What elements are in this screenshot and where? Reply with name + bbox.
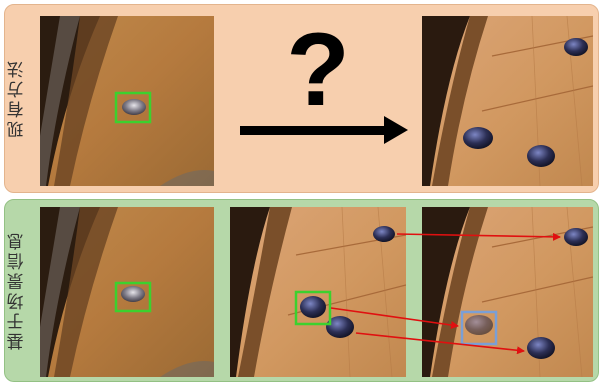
- scene-frame-future: [422, 207, 593, 377]
- right-arrow-icon: [240, 116, 408, 144]
- question-mark-icon: ?: [286, 11, 350, 128]
- scene-frame-current: [230, 207, 406, 377]
- existing-method-label: 现有方法: [7, 58, 28, 139]
- closeup-frame-top: [40, 16, 214, 186]
- future-frame-top: [422, 16, 593, 186]
- scene-based-label: 基于场景信息: [7, 230, 28, 351]
- closeup-frame-bottom: [40, 207, 214, 377]
